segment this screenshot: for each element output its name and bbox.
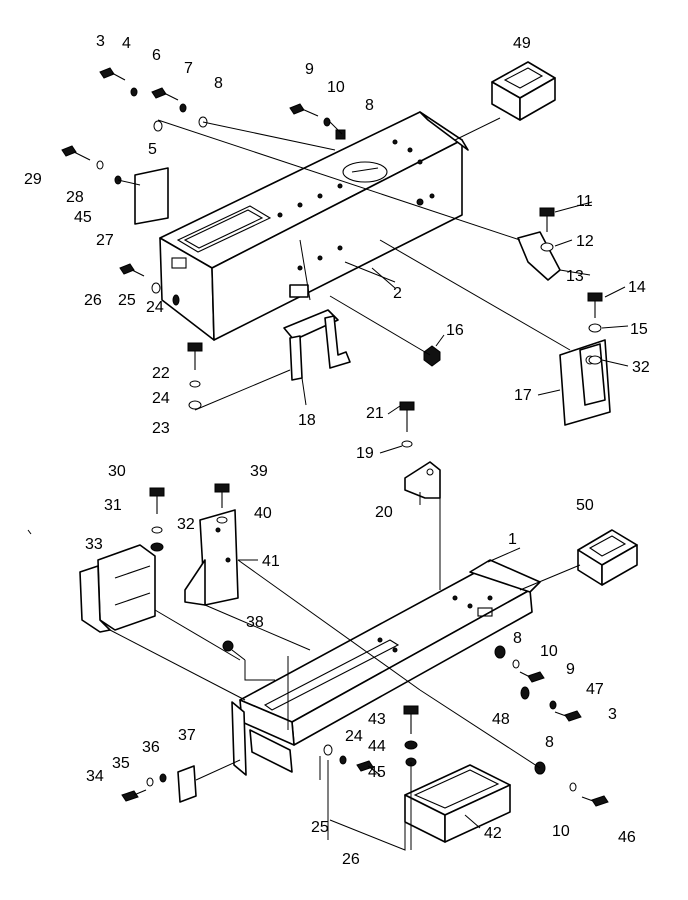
part-label-45-lower: 45 [368, 764, 386, 781]
part-label-14: 14 [628, 279, 646, 296]
plate-27-part [134, 167, 169, 225]
part-label-8-top: 8 [365, 97, 374, 114]
part-label-10: 10 [327, 79, 345, 96]
part-label-5: 5 [148, 141, 157, 158]
part-label-25-bottom: 25 [311, 819, 329, 836]
bracket-13-part [517, 231, 561, 281]
part-label-42: 42 [484, 825, 502, 842]
part-label-24: 24 [146, 299, 164, 316]
part-label-18: 18 [298, 412, 316, 429]
tray-42-part [404, 764, 511, 843]
part-label-19: 19 [356, 445, 374, 462]
part-label-35: 35 [112, 755, 130, 772]
part-label-10-bottom: 10 [552, 823, 570, 840]
plate-37-part [177, 765, 197, 803]
part-label-34: 34 [86, 768, 104, 785]
bracket-41-part [184, 509, 239, 606]
mount-50-part [577, 529, 638, 586]
part-label-23: 23 [152, 420, 170, 437]
part-label-3-lower: 3 [608, 706, 617, 723]
part-label-43: 43 [368, 711, 386, 728]
callout-leaders [238, 201, 629, 829]
part-label-28: 28 [66, 189, 84, 206]
part-label-31: 31 [104, 497, 122, 514]
bracket-33-part [79, 544, 156, 633]
bolt-38-part [222, 640, 246, 661]
upper-frame-part [159, 111, 469, 341]
part-label-49: 49 [513, 35, 531, 52]
part-labels: 3 4 6 7 8 5 9 10 8 49 29 28 45 27 11 12 … [24, 33, 650, 868]
part-label-20: 20 [375, 504, 393, 521]
part-label-8: 8 [214, 75, 223, 92]
part-label-7: 7 [184, 60, 193, 77]
part-label-29: 29 [24, 171, 42, 188]
part-label-9-lower: 9 [566, 661, 575, 678]
part-label-26: 26 [84, 292, 102, 309]
part-label-40: 40 [254, 505, 272, 522]
part-label-8-lower: 8 [513, 630, 522, 647]
mount-49-part [491, 61, 556, 121]
part-label-15: 15 [630, 321, 648, 338]
part-label-33: 33 [85, 536, 103, 553]
part-label-21: 21 [366, 405, 384, 422]
part-label-8-bottom: 8 [545, 734, 554, 751]
part-label-26-bottom: 26 [342, 851, 360, 868]
part-label-3: 3 [96, 33, 105, 50]
part-label-10-lower: 10 [540, 643, 558, 660]
fasteners [61, 67, 609, 807]
part-label-41: 41 [262, 553, 280, 570]
part-label-32: 32 [632, 359, 650, 376]
part-label-32-lower: 32 [177, 516, 195, 533]
part-label-16: 16 [446, 322, 464, 339]
part-label-25: 25 [118, 292, 136, 309]
part-label-2: 2 [393, 285, 402, 302]
bracket-18-part [283, 309, 351, 381]
part-label-17: 17 [514, 387, 532, 404]
part-label-6: 6 [152, 47, 161, 64]
part-label-27: 27 [96, 232, 114, 249]
bracket-17-part [559, 339, 611, 426]
part-label-13: 13 [566, 268, 584, 285]
part-label-11: 11 [576, 193, 593, 210]
part-label-50: 50 [576, 497, 594, 514]
part-label-4: 4 [122, 35, 131, 52]
part-label-37: 37 [178, 727, 196, 744]
part-label-46: 46 [618, 829, 636, 846]
assembly-lines [27, 117, 581, 851]
part-label-30: 30 [108, 463, 126, 480]
part-label-1: 1 [508, 531, 517, 548]
part-label-44: 44 [368, 738, 386, 755]
bracket-20-part [404, 461, 441, 499]
part-label-24-lower: 24 [152, 390, 170, 407]
part-label-38: 38 [246, 614, 264, 631]
lower-frame-part [231, 559, 541, 776]
part-label-9: 9 [305, 61, 314, 78]
part-label-47: 47 [586, 681, 604, 698]
part-label-39: 39 [250, 463, 268, 480]
nut-16-part [423, 345, 441, 367]
part-label-24-bottom: 24 [345, 728, 363, 745]
part-label-22: 22 [152, 365, 170, 382]
part-label-12: 12 [576, 233, 594, 250]
part-label-36: 36 [142, 739, 160, 756]
part-label-48: 48 [492, 711, 510, 728]
part-label-45: 45 [74, 209, 92, 226]
